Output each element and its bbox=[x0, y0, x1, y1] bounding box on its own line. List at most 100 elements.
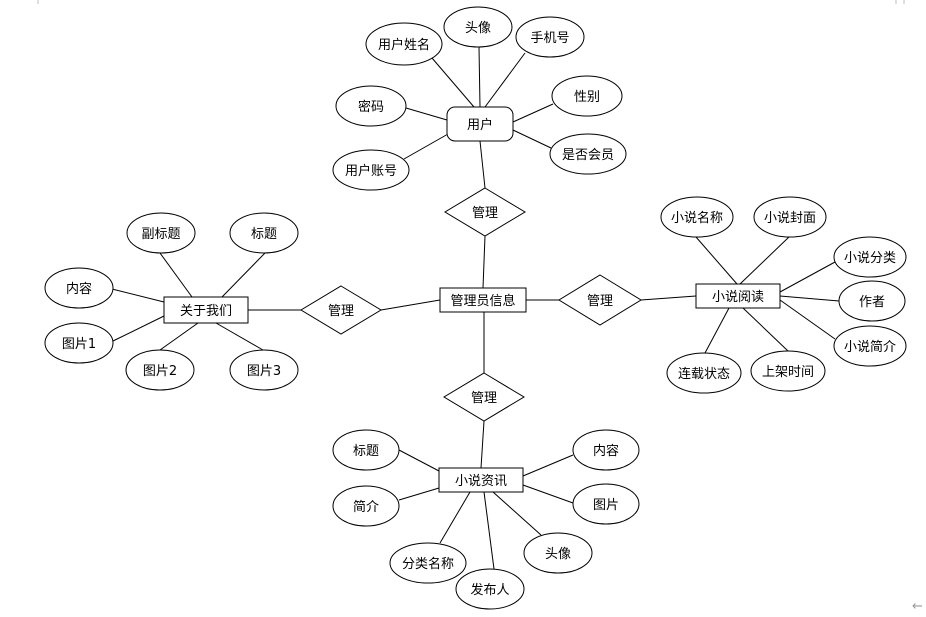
attribute-label: 发布人 bbox=[470, 582, 509, 598]
attribute-user-name: 用户姓名 bbox=[365, 22, 443, 66]
attribute-shape bbox=[455, 568, 525, 610]
attribute-label: 是否会员 bbox=[562, 148, 614, 163]
attribute-news-image: 图片 bbox=[572, 483, 640, 525]
attribute-news-intro: 简介 bbox=[332, 485, 400, 527]
attribute-user-avatar: 头像 bbox=[443, 6, 513, 48]
edge-r_news-novel_news bbox=[480, 420, 485, 469]
relation-r-user: 管理 bbox=[444, 187, 526, 237]
attribute-read-intro: 小说简介 bbox=[833, 325, 907, 367]
entity-label: 小说阅读 bbox=[712, 290, 764, 305]
attribute-read-name: 小说名称 bbox=[660, 196, 734, 238]
attribute-news-avatar: 头像 bbox=[523, 532, 593, 574]
attribute-label: 用户姓名 bbox=[378, 37, 430, 53]
edge-read_intro bbox=[779, 299, 836, 340]
entity-shape bbox=[695, 283, 781, 309]
edge-read_cover bbox=[739, 236, 790, 285]
edges bbox=[111, 46, 840, 570]
attribute-about-content: 内容 bbox=[44, 267, 114, 309]
edge-user_gender bbox=[512, 103, 554, 123]
edge-r_user-admin bbox=[482, 235, 486, 289]
attribute-read-cover: 小说封面 bbox=[753, 196, 827, 238]
relation-shape bbox=[300, 285, 382, 335]
entity-novel-read: 小说阅读 bbox=[695, 283, 781, 309]
attribute-user-gender: 性别 bbox=[551, 75, 623, 117]
attribute-shape bbox=[551, 75, 623, 117]
attribute-shape bbox=[666, 352, 742, 394]
attribute-read-time: 上架时间 bbox=[750, 350, 826, 392]
attribute-about-subtitle: 副标题 bbox=[126, 212, 196, 254]
entity-label: 小说资讯 bbox=[455, 474, 507, 489]
attribute-label: 副标题 bbox=[141, 227, 180, 242]
attribute-label: 小说名称 bbox=[671, 210, 723, 226]
attribute-label: 头像 bbox=[465, 21, 491, 36]
edge-user_avatar bbox=[478, 46, 481, 108]
attribute-label: 标题 bbox=[251, 227, 277, 242]
attribute-label: 用户账号 bbox=[345, 163, 397, 179]
edge-about_content bbox=[111, 288, 165, 303]
edge-about_img3 bbox=[215, 322, 264, 351]
edge-user-r_user bbox=[479, 140, 486, 189]
attribute-label: 手机号 bbox=[530, 31, 569, 46]
edge-about_img1 bbox=[112, 315, 165, 342]
attribute-shape bbox=[572, 483, 640, 525]
relation-shape bbox=[444, 187, 526, 237]
edge-read_name bbox=[695, 236, 738, 285]
attribute-shape bbox=[750, 350, 826, 392]
edge-news_image bbox=[522, 484, 574, 504]
attribute-shape bbox=[838, 280, 906, 322]
edge-r_read-novel_read bbox=[640, 295, 697, 301]
attribute-label: 头像 bbox=[545, 547, 571, 562]
attribute-shape bbox=[335, 85, 407, 127]
entity-about: 关于我们 bbox=[163, 296, 249, 324]
back-arrow-icon[interactable]: ← bbox=[912, 599, 923, 614]
attribute-shape bbox=[443, 6, 513, 48]
attribute-label: 性别 bbox=[574, 90, 600, 105]
edge-news_publisher bbox=[483, 491, 495, 570]
entity-shape bbox=[163, 296, 249, 324]
edge-user_member bbox=[512, 129, 552, 149]
entity-label: 用户 bbox=[467, 117, 493, 133]
attribute-shape bbox=[126, 212, 196, 254]
attribute-shape bbox=[332, 485, 400, 527]
entity-novel-news: 小说资讯 bbox=[438, 467, 524, 493]
attribute-label: 连载状态 bbox=[678, 366, 730, 382]
entity-admin: 管理员信息 bbox=[439, 287, 527, 313]
nodes: 用户管理员信息关于我们小说阅读小说资讯管理管理管理管理用户姓名头像手机号密码性别… bbox=[44, 6, 907, 610]
corner-mark-right bbox=[895, 0, 905, 4]
entity-shape bbox=[446, 106, 514, 142]
relation-shape bbox=[558, 274, 642, 326]
entity-user: 用户 bbox=[446, 106, 514, 142]
edge-about_subtitle bbox=[159, 252, 193, 298]
attribute-shape bbox=[833, 325, 907, 367]
attribute-label: 内容 bbox=[593, 443, 619, 459]
attribute-shape bbox=[572, 429, 640, 471]
edge-news_title bbox=[398, 449, 440, 472]
relation-shape bbox=[443, 372, 525, 422]
entity-shape bbox=[438, 467, 524, 493]
attribute-user-phone: 手机号 bbox=[515, 16, 585, 58]
edge-news_intro bbox=[398, 487, 440, 501]
edge-about_img2 bbox=[159, 322, 199, 351]
edge-user_password bbox=[405, 107, 448, 121]
edge-read_category bbox=[779, 261, 836, 293]
attribute-label: 图片2 bbox=[143, 364, 177, 379]
attribute-shape bbox=[515, 16, 585, 58]
attribute-label: 简介 bbox=[353, 499, 379, 515]
attribute-shape bbox=[549, 133, 627, 175]
attribute-shape bbox=[389, 542, 467, 584]
entity-label: 管理员信息 bbox=[450, 293, 515, 309]
attribute-label: 图片 bbox=[593, 498, 619, 513]
attribute-user-account: 用户账号 bbox=[332, 149, 410, 191]
attribute-shape bbox=[229, 349, 299, 391]
relation-label: 管理 bbox=[328, 304, 354, 319]
relation-label: 管理 bbox=[471, 391, 497, 406]
edge-read_time bbox=[742, 307, 789, 352]
attribute-read-author: 作者 bbox=[838, 280, 906, 322]
relation-label: 管理 bbox=[472, 206, 498, 221]
attribute-read-status: 连载状态 bbox=[666, 352, 742, 394]
attribute-about-img2: 图片2 bbox=[125, 349, 195, 391]
edge-user_phone bbox=[484, 52, 526, 108]
entity-label: 关于我们 bbox=[180, 304, 232, 319]
attribute-shape bbox=[660, 196, 734, 238]
